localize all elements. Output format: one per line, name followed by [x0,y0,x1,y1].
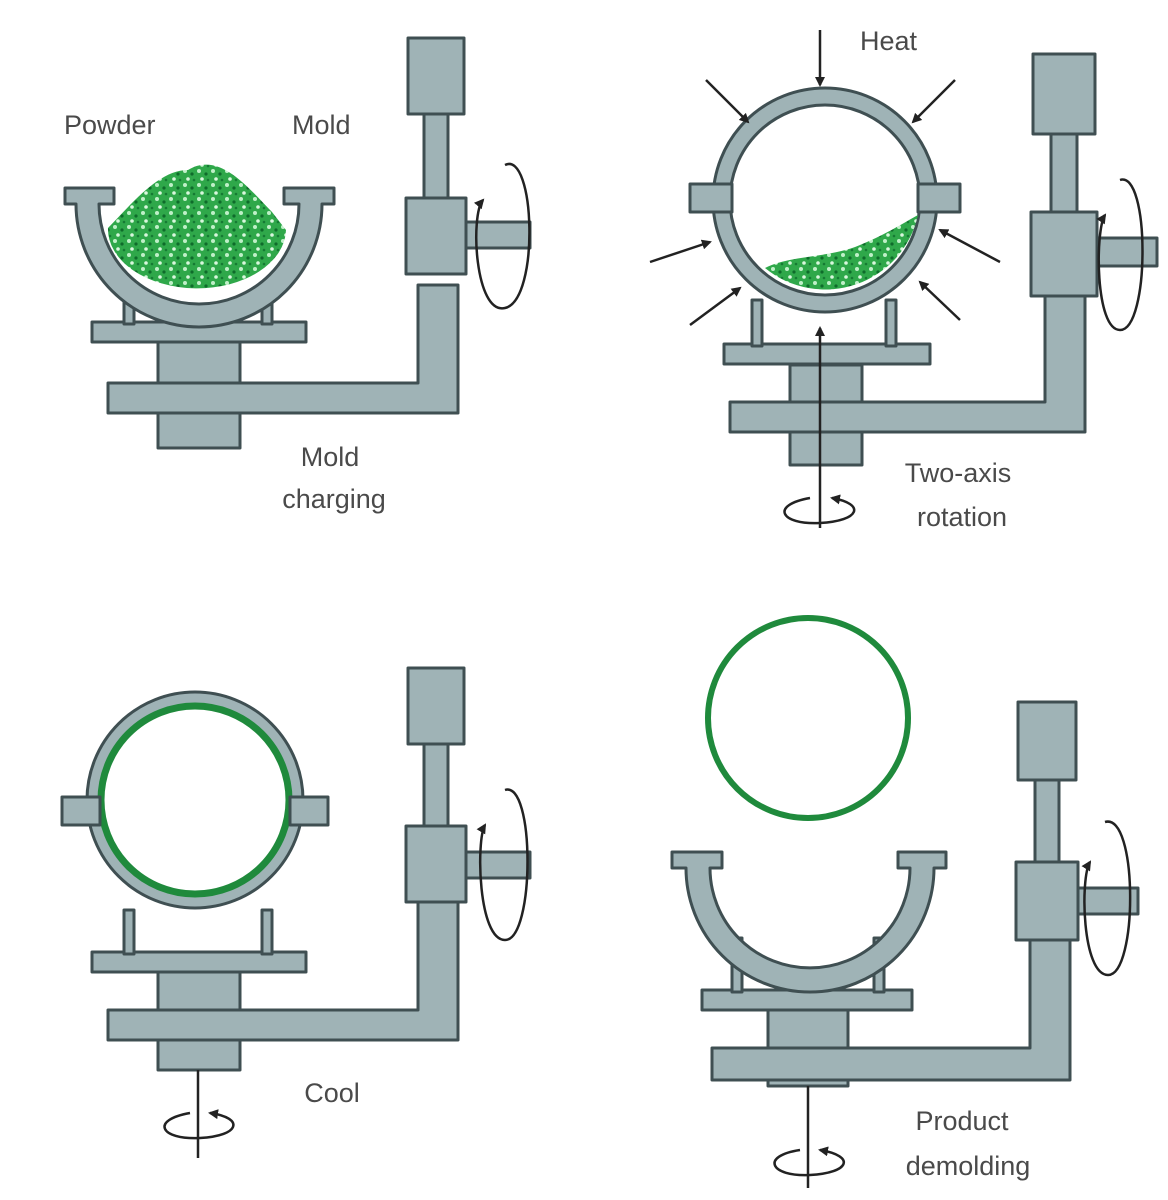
drive-motor [1031,52,1097,136]
panel-cool [60,666,532,1158]
cooled-product-shell [97,702,293,898]
drive-motor [406,666,466,746]
drive-gearbox [404,824,468,904]
rotation-arrow-icon [1081,820,1132,977]
mold-support [884,298,898,348]
drive-axle [464,850,532,880]
caption-rotation-line2: rotation [917,502,1007,532]
caption-mold-charging-line1: Mold [301,442,360,472]
caption-rotation-line1: Two-axis [905,458,1012,488]
mold-label: Mold [292,110,351,140]
drive-axle [1095,236,1159,268]
mold-plate [722,342,932,366]
caption-demolding-line1: Product [915,1106,1009,1136]
panel-two-axis-rotation [688,52,1159,467]
mold-support [122,908,136,956]
drive-gearbox [1029,210,1099,298]
drive-axle [1076,886,1140,916]
drive-motor [1016,700,1078,782]
drive-shaft [422,742,450,832]
heat-arrow-icon [918,280,961,321]
heat-arrow-icon [911,79,956,124]
powder-coating [765,215,918,290]
axis-rotation-arrow-icon [783,494,856,525]
drive-shaft [1049,132,1079,220]
drive-gearbox [404,196,468,276]
mold-flange [916,182,962,214]
rotation-arrow-icon [1096,178,1144,332]
demolded-product [705,615,911,821]
base-arm [106,283,460,415]
mold-bottom-half-open [670,850,948,994]
heat-arrows [649,30,1001,528]
mold-support [260,908,274,956]
mold-flange [60,795,102,827]
caption-cool: Cool [304,1078,360,1108]
mold-flange [688,182,734,214]
panel-mold-charging [63,36,532,450]
mold-plate [90,950,308,974]
heat-label: Heat [860,26,918,56]
heat-arrow-icon [705,79,750,124]
powder-pile [107,164,286,289]
caption-mold-charging-line2: charging [282,484,386,514]
drive-gearbox [1014,860,1080,942]
rotation-arrow-icon [476,788,529,942]
axis-rotation-arrow-icon [773,1146,845,1177]
caption-demolding-line2: demolding [906,1151,1031,1181]
drive-shaft [1033,778,1061,866]
mold-flange [288,795,330,827]
heat-arrow-icon [938,228,1001,264]
drive-motor [406,36,466,116]
mold-support [750,298,764,348]
rotation-arrow-icon [473,162,531,310]
heat-arrow-icon [689,286,742,327]
heat-arrow-icon [649,239,712,264]
drive-shaft [422,112,450,206]
axis-rotation-arrow-icon [163,1109,235,1140]
panel-product-demolding [670,615,1140,1188]
powder-label: Powder [64,110,156,140]
mold-bottom-half [63,186,336,329]
